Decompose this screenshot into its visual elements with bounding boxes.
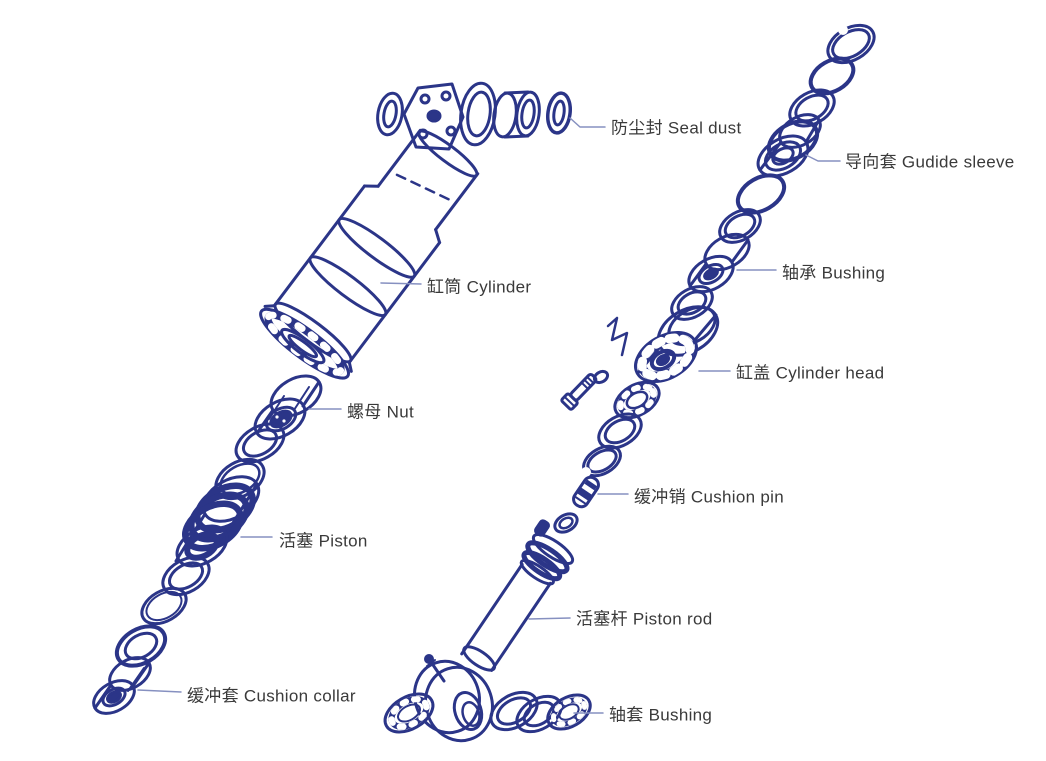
grease-nipple [429,660,446,683]
part-nut [253,374,323,441]
clevis-plate [402,82,465,151]
left-chain [92,374,323,715]
part-bushing-upper [687,232,751,294]
part-cylinder-barrel [259,128,480,380]
label-cushion-collar: 缓冲套 Cushion collar [187,686,356,706]
part-snap-ring-lower [581,444,622,478]
part-bearing-ring [613,380,661,420]
leader-lines [137,117,841,714]
leader-piston-rod [528,617,571,620]
part-cushion-pin [572,475,600,509]
label-guide-sleeve: 导向套 Gudide sleeve [845,152,1015,172]
part-rod-bushing-top [492,90,541,139]
part-lower-seal-ring [114,624,168,668]
leader-cylinder [380,282,422,285]
leader-seal-dust [569,117,606,128]
part-seal-ring [234,422,286,464]
label-cylinder-head: 缸盖 Cylinder head [736,363,885,383]
label-bushing-upper: 轴承 Bushing [782,263,886,283]
part-dust-seal-row [376,81,572,151]
right-chain [383,23,876,743]
part-small-ring [553,512,579,534]
label-piston-rod: 活塞杆 Piston rod [576,609,713,629]
part-bolt [560,373,598,411]
part-guide-sleeve [756,113,822,178]
part-ring-below-bearing [597,412,643,450]
part-ring-mid [718,208,762,244]
part-eye-bearing-left [383,692,435,734]
leader-guide-sleeve [805,154,841,162]
part-dust-seal [546,91,572,135]
label-cushion-pin: 缓冲销 Cushion pin [634,487,785,507]
label-piston: 活塞 Piston [279,531,368,551]
label-cylinder: 缸筒 Cylinder [427,277,532,297]
part-o-ring-1 [808,56,856,96]
part-wear-ring [140,586,188,626]
label-nut: 螺母 Nut [347,402,414,422]
label-seal-dust: 防尘封 Seal dust [611,118,742,138]
break-zigzag [606,316,629,357]
part-cylinder-head [560,305,720,411]
part-snap-ring-top [826,23,876,65]
part-eye-bearing-right [546,693,592,731]
part-piston [174,475,261,568]
part-cushion-collar [92,656,152,715]
leader-cushion-collar [137,689,182,693]
label-bushing-lower: 轴套 Bushing [609,705,713,725]
part-o-ring-2 [735,173,787,215]
part-eye-ring-right [489,690,539,732]
